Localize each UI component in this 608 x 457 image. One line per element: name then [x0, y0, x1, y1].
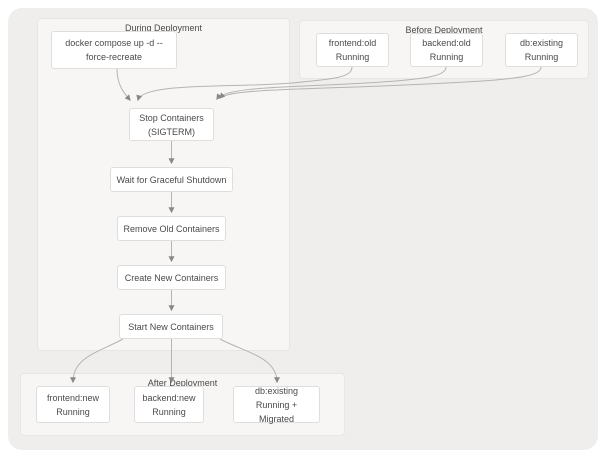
group-title-after: After Deployment — [147, 378, 218, 388]
node-sublabel: force-recreate — [85, 52, 143, 62]
node-label: Start New Containers — [128, 321, 214, 332]
node-label: Stop Containers — [139, 112, 204, 123]
node-label: frontend:new — [46, 392, 100, 403]
node-create-new-containers: Create New Containers — [117, 265, 226, 290]
group-title-before: Before Deployment — [405, 25, 483, 35]
node-sublabel: Running — [56, 406, 90, 417]
node-remove-old-containers: Remove Old Containers — [117, 216, 226, 241]
node-sublabel: (SIGTERM) — [148, 126, 195, 137]
node-label: Wait for Graceful Shutdown — [116, 174, 227, 185]
node-backend-new: backend:new Running — [134, 386, 204, 423]
node-label: Remove Old Containers — [123, 223, 220, 234]
node-sublabel: Running — [429, 52, 464, 62]
node-start-new-containers: Start New Containers — [119, 314, 223, 339]
node-label: backend:new — [142, 392, 196, 403]
node-sublabel: Running — [335, 52, 370, 62]
node-label: db:existing — [254, 385, 299, 396]
node-wait-for-graceful-shutdown: Wait for Graceful Shutdown — [110, 167, 233, 192]
node-db-existing-before: db:existing Running — [505, 33, 578, 67]
node-sublabel: Running — [152, 406, 186, 417]
node-stop-containers: Stop Containers (SIGTERM) — [129, 108, 214, 141]
node-sublabel: Running + Migrated — [255, 399, 298, 424]
node-docker-compose-command: docker compose up -d -- force-recreate — [51, 31, 177, 69]
node-label: frontend:old — [328, 38, 377, 48]
node-label: docker compose up -d -- — [65, 38, 163, 48]
group-title-during: During Deployment — [124, 23, 203, 33]
node-backend-old: backend:old Running — [410, 33, 483, 67]
node-db-existing-after: db:existing Running + Migrated — [233, 385, 320, 424]
node-label: db:existing — [519, 38, 564, 48]
node-sublabel: Running — [524, 52, 559, 62]
node-frontend-old: frontend:old Running — [316, 33, 389, 67]
node-label: backend:old — [422, 38, 471, 48]
node-frontend-new: frontend:new Running — [36, 386, 110, 423]
node-label: Create New Containers — [124, 272, 219, 283]
